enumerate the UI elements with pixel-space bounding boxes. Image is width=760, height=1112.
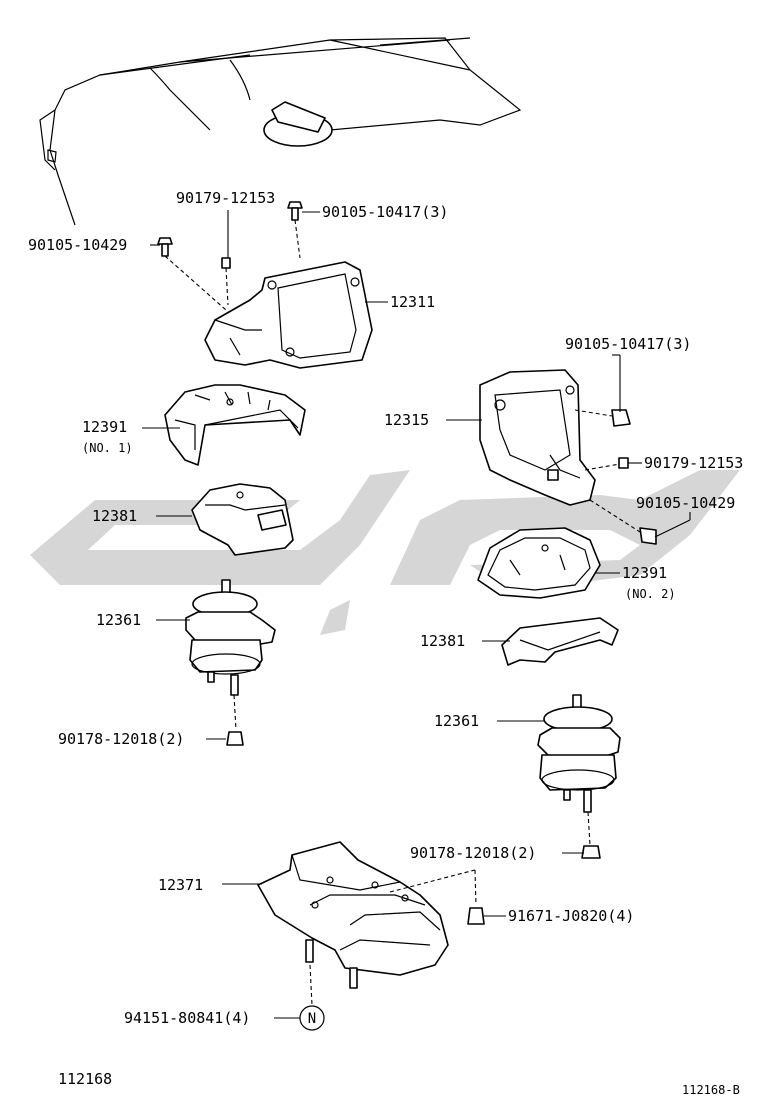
nut-symbol: N — [299, 1005, 325, 1031]
label-90178-12018-right: 90178-12018(2) — [410, 844, 536, 862]
bracket-12311 — [204, 261, 373, 369]
label-12311: 12311 — [390, 293, 435, 311]
label-90105-10417-left: 90105-10417(3) — [322, 203, 448, 221]
label-12361-left: 12361 — [96, 611, 141, 629]
label-12315: 12315 — [384, 411, 429, 429]
label-12391-left: 12391 — [82, 418, 127, 436]
label-90179-12153-right: 90179-12153 — [644, 454, 743, 472]
bracket-12315 — [479, 369, 657, 545]
label-90105-10429-left: 90105-10429 — [28, 236, 127, 254]
bolt-90105-10429-left — [157, 237, 236, 319]
diagram-number: 112168 — [58, 1070, 112, 1088]
engine-block — [39, 37, 522, 226]
leader-lines — [142, 210, 691, 1019]
label-12361-right: 12361 — [434, 712, 479, 730]
insulator-12381-right — [501, 617, 619, 666]
label-12381-right: 12381 — [420, 632, 465, 650]
label-94151-80841: 94151-80841(4) — [124, 1009, 250, 1027]
bolt-90105-10417-left — [287, 201, 303, 259]
insulator-12381-left — [191, 483, 294, 556]
label-12391-right: 12391 — [622, 564, 667, 582]
label-91671-J0820: 91671-J0820(4) — [508, 907, 634, 925]
label-no2: (NO. 2) — [625, 587, 676, 601]
label-90105-10417-right: 90105-10417(3) — [565, 335, 691, 353]
label-90105-10429-right: 90105-10429 — [636, 494, 735, 512]
mount-12361-right — [537, 694, 621, 859]
nut-symbol-letter: N — [308, 1011, 316, 1027]
label-no1: (NO. 1) — [82, 441, 133, 455]
bolt-90179-12153-left — [221, 257, 231, 306]
label-90179-12153-left: 90179-12153 — [176, 189, 275, 207]
diagram-reference: 112168-B — [682, 1083, 740, 1097]
insulator-12391-no1 — [164, 384, 306, 466]
label-12381-left: 12381 — [92, 507, 137, 525]
crossmember-12371 — [257, 841, 485, 1006]
mount-12361-left — [185, 579, 276, 746]
label-90178-12018-left: 90178-12018(2) — [58, 730, 184, 748]
label-12371: 12371 — [158, 876, 203, 894]
insulator-12391-no2 — [477, 527, 601, 599]
